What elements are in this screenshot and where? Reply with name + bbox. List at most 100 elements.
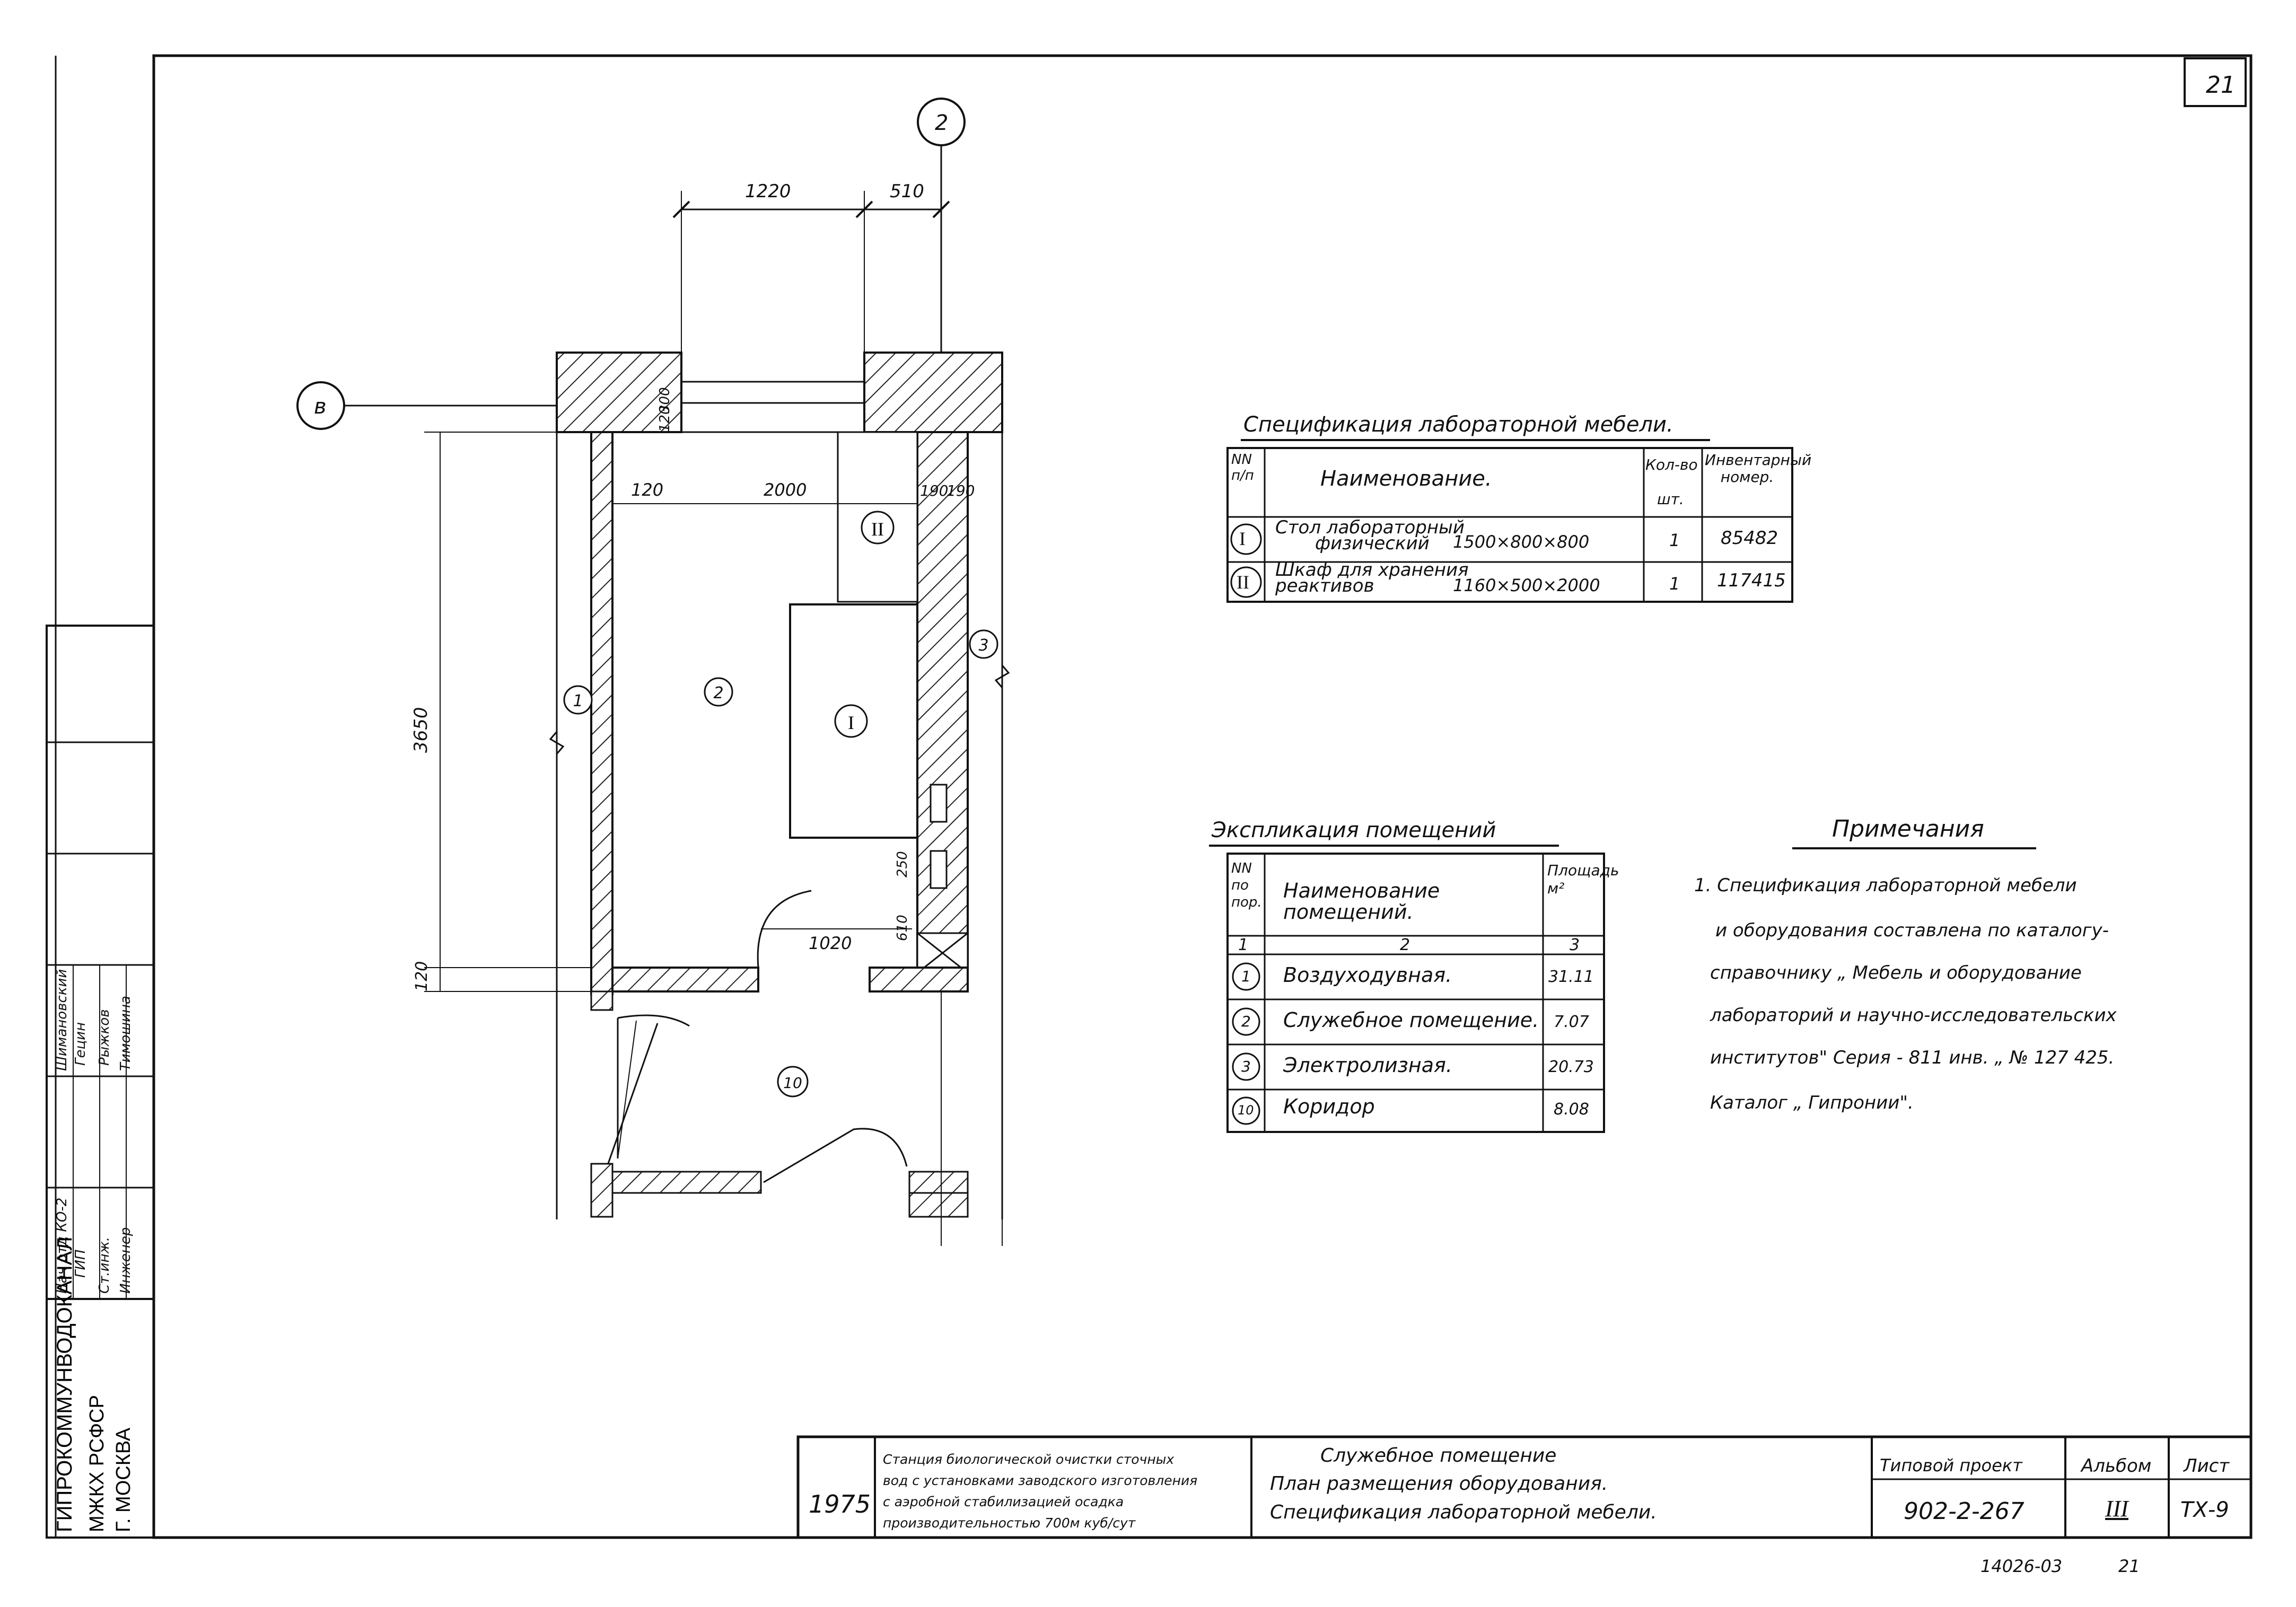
spec-header-inv: Инвентарный номер. bbox=[1705, 451, 1812, 486]
room-label-1: 1 bbox=[573, 692, 583, 710]
spec-row-1-num: II bbox=[1237, 572, 1249, 593]
vent-duct bbox=[930, 850, 948, 889]
room-explication-table bbox=[1209, 845, 1605, 1133]
wall-left bbox=[590, 431, 614, 995]
note-line-1: и оборудования составлена по каталогу- bbox=[1715, 920, 2109, 941]
vent-duct bbox=[930, 784, 948, 823]
name-0: Шимановский bbox=[54, 969, 70, 1071]
room-label-3: 3 bbox=[978, 636, 988, 655]
tb-drawing-0: Служебное помещение bbox=[1320, 1445, 1557, 1467]
dim-3650: 3650 bbox=[410, 707, 432, 753]
spec-header-qty-unit: шт. bbox=[1657, 490, 1684, 508]
tick bbox=[855, 200, 873, 218]
expl-header-num: NN по пор. bbox=[1231, 860, 1262, 910]
expl-title: Экспликация помещений bbox=[1212, 818, 1496, 842]
name-1: Гецин bbox=[73, 1022, 89, 1066]
wall-top-right bbox=[863, 352, 1003, 433]
expl-row-0-name: Воздуходувная. bbox=[1283, 963, 1452, 987]
notes-title: Примечания bbox=[1832, 815, 1984, 842]
expl-row-0-num: 1 bbox=[1241, 968, 1251, 985]
room-marker-10 bbox=[777, 1066, 809, 1097]
door-swing-2 bbox=[763, 1128, 908, 1183]
tb-sheet-code: ТХ-9 bbox=[2180, 1498, 2229, 1522]
note-line-4: институтов" Серия - 811 инв. „ № 127 425… bbox=[1710, 1047, 2115, 1068]
spec-title: Спецификация лабораторной мебели. bbox=[1243, 412, 1673, 437]
spec-row-0-size: 1500×800×800 bbox=[1453, 532, 1590, 552]
expl-row-1-name: Служебное помещение. bbox=[1283, 1008, 1539, 1032]
org-line1: ГИПРОКОММУНВОДОКАНАЛ bbox=[53, 1237, 76, 1532]
spec-table-frame bbox=[1226, 447, 1793, 603]
note-line-0: 1. Спецификация лабораторной мебели bbox=[1694, 875, 2077, 896]
spec-row-marker bbox=[1230, 523, 1262, 555]
tick bbox=[672, 200, 690, 218]
signature-block: Нач отд КО-2 ГИП Ст.инж. Инженер Шиманов… bbox=[46, 625, 155, 1539]
axis-label-v: в bbox=[314, 394, 327, 419]
tick bbox=[932, 200, 950, 218]
dim-120: 120 bbox=[631, 480, 663, 500]
expl-colnum-1: 1 bbox=[1238, 936, 1249, 954]
tb-album-number: III bbox=[2105, 1496, 2128, 1522]
sheet-frame bbox=[152, 54, 2253, 1539]
name-2: Рыжков bbox=[97, 1009, 112, 1066]
expl-row-2-name: Электролизная. bbox=[1283, 1053, 1452, 1077]
spec-header-num: NN п/п bbox=[1231, 452, 1254, 484]
spec-row-0-qty: 1 bbox=[1669, 530, 1680, 550]
dim-2000: 2000 bbox=[764, 480, 807, 500]
wall-corridor-bottom-left bbox=[611, 1171, 762, 1194]
note-line-5: Каталог „ Гипронии". bbox=[1710, 1092, 1914, 1113]
spec-row-0-num: I bbox=[1239, 528, 1246, 549]
spec-row-1-inv: 117415 bbox=[1717, 570, 1786, 591]
tb-station-0: Станция биологической очистки сточных bbox=[883, 1452, 1175, 1467]
role-1: ГИП bbox=[73, 1250, 89, 1278]
tb-year: 1975 bbox=[809, 1490, 871, 1518]
room-marker-1 bbox=[563, 685, 593, 715]
spec-header-qty: Кол-во bbox=[1645, 456, 1698, 473]
tb-sheet-label: Лист bbox=[2184, 1455, 2230, 1477]
org-line2: МЖКХ РСФСР bbox=[86, 1395, 108, 1532]
dim-190b: 190 bbox=[947, 482, 975, 499]
tb-drawing-1: План размещения оборудования. bbox=[1270, 1473, 1608, 1495]
wall-top-left bbox=[556, 352, 682, 433]
expl-row-3-area: 8.08 bbox=[1554, 1100, 1589, 1119]
note-line-2: справочнику „ Мебель и оборудование bbox=[1710, 962, 2082, 983]
wall-right-partition bbox=[916, 431, 969, 974]
footer-inv: 14026-03 bbox=[1980, 1556, 2063, 1576]
sheet-number-box bbox=[2184, 57, 2247, 107]
title-block bbox=[796, 1435, 2253, 1539]
spec-row-marker bbox=[1230, 566, 1262, 598]
expl-header-area: Площадь м² bbox=[1547, 862, 1619, 897]
room-marker-3 bbox=[969, 629, 998, 659]
spec-header-name: Наименование. bbox=[1320, 467, 1492, 491]
dim-300: 300 bbox=[657, 387, 673, 414]
sig-block-frame bbox=[46, 625, 155, 1539]
equip-marker-II bbox=[861, 511, 895, 545]
expl-row-marker bbox=[1232, 962, 1260, 991]
expl-row-2-num: 3 bbox=[1241, 1058, 1251, 1075]
break-mark bbox=[994, 665, 1010, 688]
tb-station-1: вод с установками заводского изготовлени… bbox=[883, 1473, 1198, 1488]
tb-station-3: производительностью 700м куб/сут bbox=[883, 1515, 1136, 1531]
expl-colnum-3: 3 bbox=[1570, 936, 1580, 954]
role-3: Инженер bbox=[118, 1227, 134, 1294]
door-leaf bbox=[606, 1023, 659, 1167]
sheet-number: 21 bbox=[2206, 72, 2236, 99]
tb-station-2: с аэробной стабилизацией осадка bbox=[883, 1494, 1124, 1509]
expl-row-marker bbox=[1232, 1096, 1260, 1125]
furniture-spec-table bbox=[1226, 439, 1793, 603]
wall-stub bbox=[908, 1192, 969, 1218]
wall-bottom-left bbox=[611, 967, 759, 993]
tb-project-number: 902-2-267 bbox=[1904, 1498, 2025, 1525]
dim-190a: 190 bbox=[920, 482, 948, 499]
wall-bottom-right bbox=[869, 967, 969, 993]
org-line3: Г. МОСКВА bbox=[112, 1427, 135, 1532]
wall-stub bbox=[590, 990, 614, 1011]
dim-120-top: 120 bbox=[657, 406, 673, 432]
shaft-cross bbox=[917, 932, 968, 974]
dim-1020: 1020 bbox=[809, 933, 852, 953]
dim-120-bottom: 120 bbox=[413, 961, 431, 991]
axis-label-2: 2 bbox=[935, 111, 948, 135]
name-3: Тимошина bbox=[118, 996, 134, 1071]
door-line bbox=[617, 1020, 637, 1159]
expl-colnum-2: 2 bbox=[1400, 936, 1410, 954]
